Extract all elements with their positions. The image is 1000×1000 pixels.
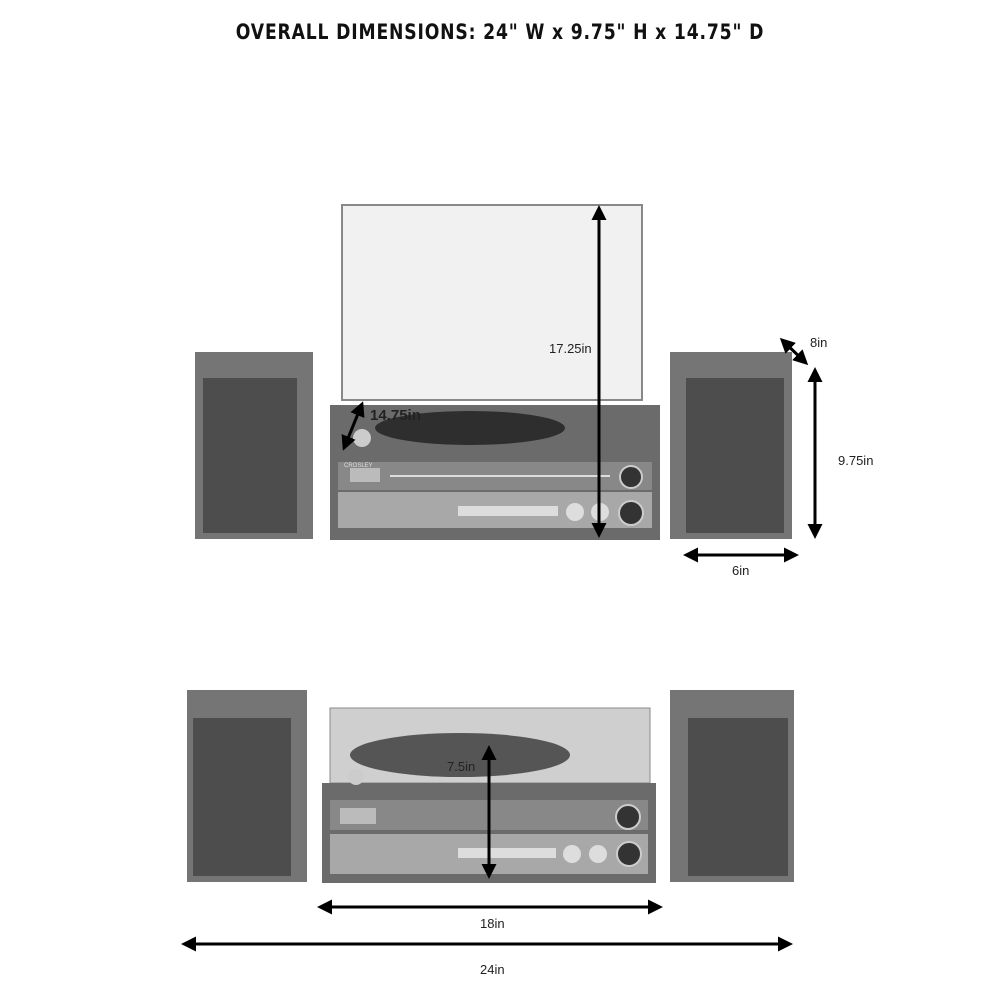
height-closed-label: 7.5in (447, 759, 475, 774)
unit-width-label: 18in (480, 916, 505, 931)
height-open-label: 17.25in (549, 341, 592, 356)
brand-logo: CROSLEY (344, 463, 373, 469)
speaker-depth-arrow (779, 337, 809, 366)
total-width-label: 24in (480, 962, 505, 977)
turntable-open: CROSLEY (330, 204, 660, 540)
speaker-depth-label: 8in (810, 335, 827, 350)
speaker-width-label: 6in (732, 563, 749, 578)
left-speaker-front (187, 690, 307, 882)
right-speaker-front (670, 690, 794, 882)
right-speaker-top (670, 352, 792, 539)
left-speaker-top (195, 352, 313, 539)
speaker-height-label: 9.75in (838, 453, 873, 468)
depth-arrow (341, 401, 365, 451)
depth-label: 14.75in (370, 407, 421, 424)
dimensions-title: OVERALL DIMENSIONS: 24" W x 9.75" H x 14… (235, 20, 765, 44)
